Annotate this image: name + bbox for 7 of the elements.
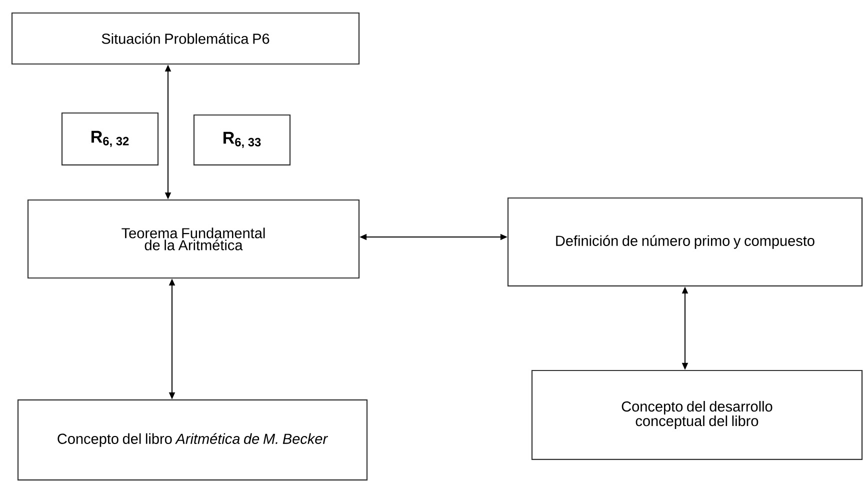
process-box: Situación Problemática P6: [11, 12, 360, 65]
process-box: Teorema Fundamental de la Aritmética: [27, 199, 360, 279]
label-box: R$_{6, 32}$: [61, 112, 159, 166]
process-box: Concepto del libro Aritmética de M. Becker: [17, 399, 368, 481]
process-box: Concepto del desarrollo conceptual del libro: [531, 370, 863, 460]
label-box: R$_{6, 33}$: [193, 114, 291, 166]
process-box: Definición de número primo y compuesto: [507, 197, 863, 287]
